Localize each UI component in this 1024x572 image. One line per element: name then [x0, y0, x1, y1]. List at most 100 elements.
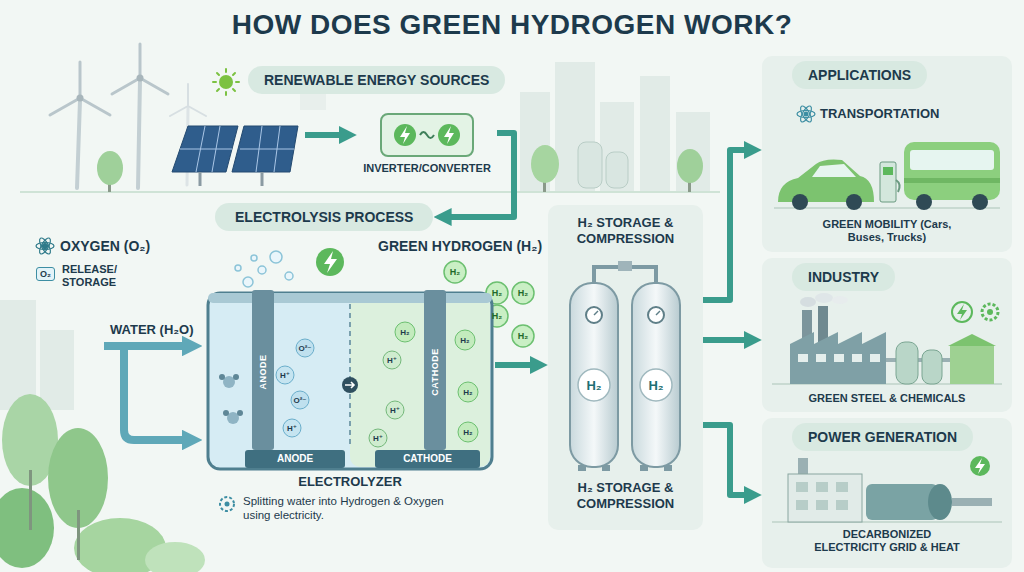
- illustration-shape: [798, 104, 813, 123]
- illustration-shape: [369, 351, 404, 447]
- illustration-shape: [200, 172, 262, 186]
- illustration-shape: [957, 304, 967, 320]
- illustration-shape: [798, 458, 808, 474]
- flow-arrow: [495, 362, 537, 368]
- illustration-shape: [796, 482, 848, 510]
- illustration-shape: [223, 410, 229, 416]
- illustration-shape: [834, 354, 844, 362]
- illustration-shape: [349, 304, 351, 448]
- illustration-shape: [0, 488, 54, 568]
- illustration-shape: [424, 290, 446, 450]
- molecule-label: H₂: [460, 336, 469, 345]
- illustration-shape: [870, 354, 880, 362]
- illustration-shape: [578, 369, 610, 401]
- illustration-shape: [531, 145, 559, 183]
- illustration-shape: [880, 162, 896, 202]
- illustration-shape: [342, 377, 358, 393]
- illustration-shape: [578, 142, 602, 188]
- molecule-label: H₂: [518, 288, 529, 298]
- illustration-shape: [866, 484, 938, 520]
- section-heading: APPLICATIONS: [792, 61, 927, 89]
- illustration-shape: [395, 322, 415, 342]
- flow-arrow: [703, 150, 751, 300]
- illustration-shape: [208, 293, 492, 303]
- illustration-shape: [220, 497, 234, 511]
- illustration-shape: [922, 350, 942, 384]
- illustration-shape: [896, 342, 918, 384]
- illustration-shape: [797, 104, 815, 123]
- section-heading: INDUSTRY: [792, 263, 895, 291]
- illustration-shape: [798, 104, 813, 123]
- illustration-shape: [345, 382, 354, 388]
- illustration-shape: [444, 126, 454, 144]
- illustration-shape: [586, 307, 602, 323]
- illustration-shape: [170, 84, 206, 116]
- sun-icon: [213, 69, 239, 95]
- illustration-shape: [975, 458, 985, 474]
- illustration-shape: [790, 332, 886, 384]
- illustration-shape: [455, 330, 475, 350]
- illustration-shape: [458, 422, 478, 442]
- illustration-shape: [243, 277, 253, 287]
- illustration-shape: [237, 410, 243, 416]
- illustration-shape: [458, 382, 478, 402]
- panel-caption: GREEN STEEL & CHEMICALS: [772, 392, 1002, 405]
- illustration-shape: [796, 482, 808, 492]
- flow-arrow: [703, 425, 751, 495]
- illustration-shape: [223, 376, 239, 424]
- illustration-shape: [916, 194, 932, 210]
- process-label: ELECTROLYSIS PROCESS: [215, 203, 433, 231]
- illustration-shape: [350, 295, 490, 467]
- illustration-shape: [792, 194, 808, 210]
- illustration-shape: [774, 207, 1000, 209]
- ion-label: O²⁻: [298, 344, 311, 353]
- molecule-label: H₂: [450, 267, 461, 277]
- electrode-plate: CATHODE: [375, 450, 480, 468]
- illustration-shape: [180, 126, 294, 172]
- illustration-shape: [664, 465, 672, 471]
- illustration-shape: [285, 272, 293, 280]
- oxygen-atom-icon: [36, 236, 54, 255]
- illustration-shape: [836, 482, 848, 492]
- illustration-shape: [444, 261, 466, 283]
- illustration-shape: [258, 266, 266, 274]
- illustration-shape: [816, 354, 826, 362]
- illustration-shape: [778, 160, 874, 203]
- illustration-shape: [219, 374, 243, 416]
- illustration-shape: [952, 498, 992, 506]
- illustration-shape: [970, 456, 990, 476]
- formula-badge: O₂: [36, 267, 55, 281]
- illustration-shape: [213, 69, 239, 95]
- section-heading: POWER GENERATION: [792, 423, 973, 451]
- illustration-shape: [812, 164, 856, 177]
- storage-panel: H₂ STORAGE & COMPRESSIONH₂ STORAGE & COM…: [548, 205, 703, 530]
- illustration-shape: [852, 354, 862, 362]
- illustration-shape: [512, 325, 534, 347]
- illustration-shape: [677, 149, 703, 183]
- panel-heading: H₂ STORAGE & COMPRESSION: [556, 215, 695, 247]
- illustration-shape: [800, 297, 816, 307]
- illustration-shape: [420, 132, 434, 138]
- illustration-shape: [904, 178, 1000, 183]
- solar-panels: [172, 126, 298, 186]
- illustration-shape: [43, 244, 48, 249]
- ion-label: H⁺: [390, 406, 400, 415]
- illustration-shape: [137, 75, 144, 82]
- ion-label: O²⁻: [293, 396, 306, 405]
- callout-label: OXYGEN (O₂): [60, 238, 150, 254]
- illustration-shape: [883, 167, 893, 175]
- illustration-shape: [910, 150, 994, 170]
- electrolyzer-tank: ELECTROLYZERSplitting water into Hydroge…: [205, 290, 495, 535]
- illustration-shape: [138, 80, 140, 188]
- illustration-shape: [836, 500, 848, 510]
- electrode-label: ANODE: [258, 354, 268, 389]
- electrode-plate: ANODE: [245, 450, 345, 468]
- ion-label: H⁺: [280, 371, 290, 380]
- illustration-shape: [316, 248, 344, 276]
- illustration-shape: [606, 152, 628, 188]
- illustration-shape: [233, 374, 239, 380]
- illustration-shape: [798, 354, 880, 362]
- illustration-shape: [602, 465, 610, 471]
- illustration-shape: [648, 307, 664, 323]
- illustration-shape: [632, 283, 680, 467]
